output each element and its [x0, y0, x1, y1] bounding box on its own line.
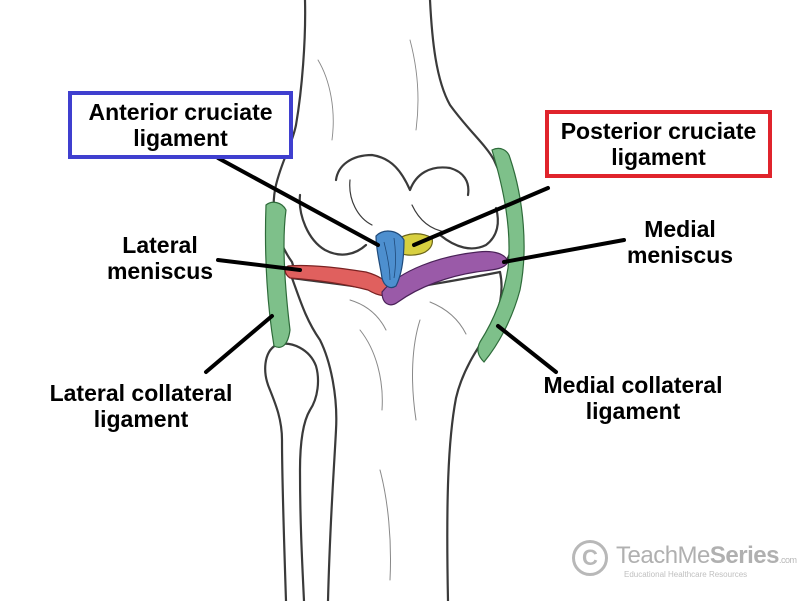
medial-meniscus-label: Medial meniscus	[620, 216, 740, 268]
pcl-label-line1: Posterior cruciate	[560, 118, 757, 144]
medial-meniscus-leader-line	[502, 238, 626, 264]
lcl-leader-line	[204, 314, 274, 374]
medial-collateral-ligament-label: Medial collateral ligament	[528, 372, 738, 424]
lateral-meniscus-label-line2: meniscus	[106, 258, 214, 284]
femur-condyle-notch	[334, 153, 470, 197]
pcl-label-line2: ligament	[611, 144, 706, 170]
teachmeseries-watermark: TeachMeSeries.com Educational Healthcare…	[572, 540, 797, 582]
medial-meniscus-label-line1: Medial	[644, 216, 716, 242]
watermark-tagline: Educational Healthcare Resources	[624, 570, 748, 579]
acl-leader-line	[216, 156, 380, 247]
copyright-logo-icon	[572, 540, 608, 576]
lcl-label-line1: Lateral collateral	[49, 380, 233, 406]
posterior-cruciate-ligament-label: Posterior cruciate ligament	[545, 110, 772, 178]
mcl-leader-line	[496, 324, 558, 374]
acl-label-line1: Anterior cruciate	[88, 99, 273, 125]
medial-meniscus-label-line2: meniscus	[626, 242, 734, 268]
lateral-meniscus-label-line1: Lateral	[122, 232, 198, 258]
lateral-meniscus-leader-line	[216, 258, 302, 272]
mcl-label-line1: Medial collateral	[543, 372, 723, 398]
anterior-cruciate-ligament-label: Anterior cruciate ligament	[68, 91, 293, 159]
lateral-meniscus-label: Lateral meniscus	[100, 232, 220, 284]
lateral-collateral-ligament	[264, 201, 291, 348]
acl-label-line2: ligament	[133, 125, 228, 151]
watermark-brand: TeachMeSeries.com	[616, 542, 797, 569]
medial-meniscus	[381, 250, 509, 306]
mcl-label-line2: ligament	[585, 398, 681, 424]
femur-condyle-right	[438, 206, 499, 250]
fibula-bone	[264, 342, 320, 601]
tibia-bone	[290, 270, 503, 601]
femur-condyle-left	[298, 193, 368, 256]
anterior-cruciate-ligament	[375, 230, 405, 289]
lateral-collateral-ligament-label: Lateral collateral ligament	[36, 380, 246, 432]
pcl-leader-line	[412, 186, 550, 247]
lcl-label-line2: ligament	[93, 406, 189, 432]
